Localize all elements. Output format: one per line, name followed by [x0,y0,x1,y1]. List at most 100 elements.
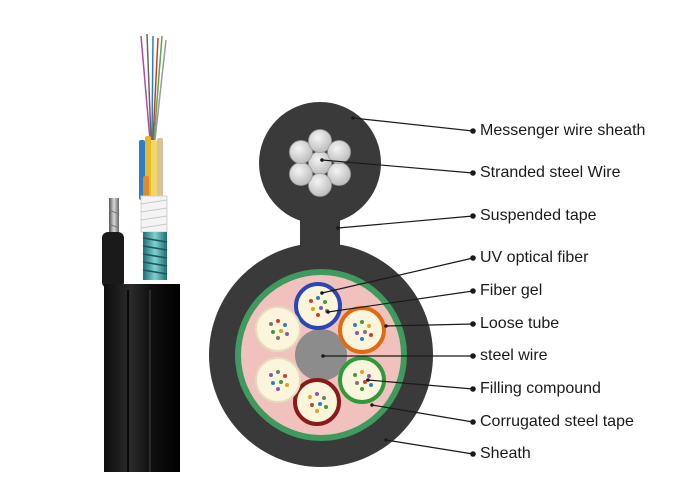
leader-bullet [470,321,476,327]
leader-lines [320,116,476,457]
optical-fiber-dot [315,392,319,396]
label-loose-tube: Loose tube [480,315,560,332]
leader-bullet [470,213,476,219]
leader-bullet [470,451,476,457]
optical-fiber-dot [271,381,275,385]
steel-strand [308,173,332,197]
label-stranded-steel-wire: Stranded steel Wire [480,164,621,181]
loose-tube [255,306,301,352]
cross-section [209,102,433,467]
optical-fiber-dot [279,329,283,333]
leader-line [371,404,474,423]
leader-tip [384,438,388,442]
leader-line [321,159,474,174]
leader-tip [384,324,388,328]
optical-fiber-dot [355,331,359,335]
leader-bullet [470,353,476,359]
label-corrugated-steel-tape: Corrugated steel tape [480,413,634,430]
loose-tube [294,282,342,330]
optical-fiber-dot [367,374,371,378]
leader-tip [336,226,340,230]
binder-tape [140,195,168,233]
optical-fiber-dot [318,402,322,406]
optical-fiber-dot [285,383,289,387]
label-sheath: Sheath [480,445,531,462]
label-fiber-gel: Fiber gel [480,282,543,299]
optical-fiber-dot [311,307,315,311]
outer-jacket-exposed [104,284,180,472]
stripped-cable [102,33,180,472]
optical-fiber-dot [367,324,371,328]
leader-bullet [470,419,476,425]
optical-fiber-dot [310,403,314,407]
steel-wire [295,329,347,381]
stranded-steel-wire [289,129,351,197]
optical-fiber-dot [315,409,319,413]
optical-fiber-dot [279,380,283,384]
leader-line [327,290,474,313]
leader-line [321,257,474,294]
loose-tubes-exposed [139,136,163,200]
label-messenger-wire-sheath: Messenger wire sheath [480,122,646,139]
leader-bullet [470,128,476,134]
leader-tip [366,378,370,382]
steel-strand [289,140,313,164]
label-steel-wire: steel wire [480,347,548,364]
leader-tip [321,354,325,358]
optical-fiber-dot [319,306,323,310]
leader-line [385,439,474,455]
optical-fiber-dot [363,380,367,384]
optical-fiber-dot [353,373,357,377]
optical-fiber-dot [360,320,364,324]
leader-bullet [470,170,476,176]
leader-line [385,323,474,327]
optical-fiber-dot [360,370,364,374]
optical-fiber-dot [283,323,287,327]
label-filling-compound: Filling compound [480,380,601,397]
leader-line [337,215,474,229]
optical-fiber-dot [276,370,280,374]
messenger-sheath-exposed [102,232,124,288]
optical-fiber-dot [324,405,328,409]
leader-line [367,379,474,390]
optical-fiber-dot [360,387,364,391]
optical-fiber-dot [283,374,287,378]
optical-fiber-dot [360,337,364,341]
leader-bullet [470,386,476,392]
steel-strand [327,140,351,164]
leader-tip [351,116,355,120]
steel-strand [308,129,332,153]
leader-tip [320,291,324,295]
optical-fiber-dot [363,330,367,334]
label-uv-optical-fiber: UV optical fiber [480,249,589,266]
optical-fiber-dot [369,383,373,387]
steel-strand [289,162,313,186]
loose-tube [293,378,341,426]
loose-tube [338,356,386,404]
optical-fiber-dot [269,373,273,377]
optical-fiber-dot [316,296,320,300]
fiber-strands [140,33,167,141]
leader-tip [320,158,324,162]
leader-bullet [470,288,476,294]
optical-fiber-dot [276,319,280,323]
optical-fiber-dot [316,313,320,317]
optical-fiber-dot [271,330,275,334]
loose-tube [255,357,301,403]
loose-tube [338,306,386,354]
optical-fiber-dot [276,387,280,391]
optical-fiber-dot [369,333,373,337]
leader-bullet [470,255,476,261]
optical-fiber-dot [323,300,327,304]
label-suspended-tape: Suspended tape [480,207,597,224]
optical-fiber-dot [355,381,359,385]
optical-fiber-dot [285,332,289,336]
optical-fiber-dot [322,396,326,400]
optical-fiber-dot [308,395,312,399]
leader-tip [370,403,374,407]
optical-fiber-dot [269,322,273,326]
optical-fiber-dot [353,323,357,327]
leader-line [352,117,474,132]
